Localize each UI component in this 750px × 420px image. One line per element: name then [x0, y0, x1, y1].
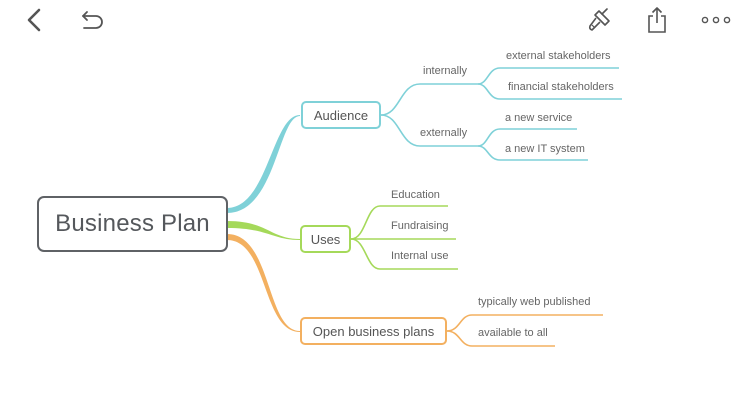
chevron-left-icon	[27, 8, 41, 32]
subtopic-fundraising[interactable]: Fundraising	[391, 220, 449, 232]
branch-uses	[227, 221, 300, 240]
subtopic-available-to-all[interactable]: available to all	[478, 327, 548, 339]
branch-audience	[227, 115, 300, 213]
back-button[interactable]	[18, 0, 50, 40]
share-button[interactable]	[640, 0, 674, 40]
connection-lines	[227, 67, 622, 347]
toolbar	[0, 0, 750, 40]
mind-map-canvas[interactable]: Business Plan Audience Uses Open busines…	[0, 40, 750, 420]
subtopic-education[interactable]: Education	[391, 189, 440, 201]
topic-open-business-plans[interactable]: Open business plans	[300, 317, 447, 345]
topic-label: Audience	[313, 107, 369, 123]
undo-button[interactable]	[76, 0, 110, 40]
subtopic-externally[interactable]: externally	[420, 127, 468, 139]
more-icon	[701, 16, 731, 24]
paint-brush-icon	[588, 8, 610, 31]
undo-icon	[82, 11, 103, 29]
topic-uses[interactable]: Uses	[300, 225, 351, 253]
central-topic[interactable]: Business Plan	[37, 196, 228, 252]
subtopic-internally[interactable]: internally	[423, 65, 468, 77]
share-icon	[648, 7, 666, 33]
topic-label: Open business plans	[312, 323, 435, 339]
central-topic-label: Business Plan	[55, 210, 210, 237]
topic-audience[interactable]: Audience	[301, 101, 381, 129]
more-button[interactable]	[696, 0, 736, 40]
subtopic-external-stakeholders[interactable]: external stakeholders	[506, 50, 611, 62]
subtopic-financial-stakeholders[interactable]: financial stakeholders	[508, 81, 614, 93]
style-button[interactable]	[580, 0, 620, 40]
branch-open	[227, 234, 300, 332]
subtopic-internal-use[interactable]: Internal use	[391, 250, 449, 262]
subtopic-a-new-it-system[interactable]: a new IT system	[505, 143, 585, 155]
topic-label: Uses	[310, 231, 341, 247]
subtopic-typically-web-published[interactable]: typically web published	[478, 296, 591, 308]
subtopic-a-new-service[interactable]: a new service	[505, 112, 573, 124]
